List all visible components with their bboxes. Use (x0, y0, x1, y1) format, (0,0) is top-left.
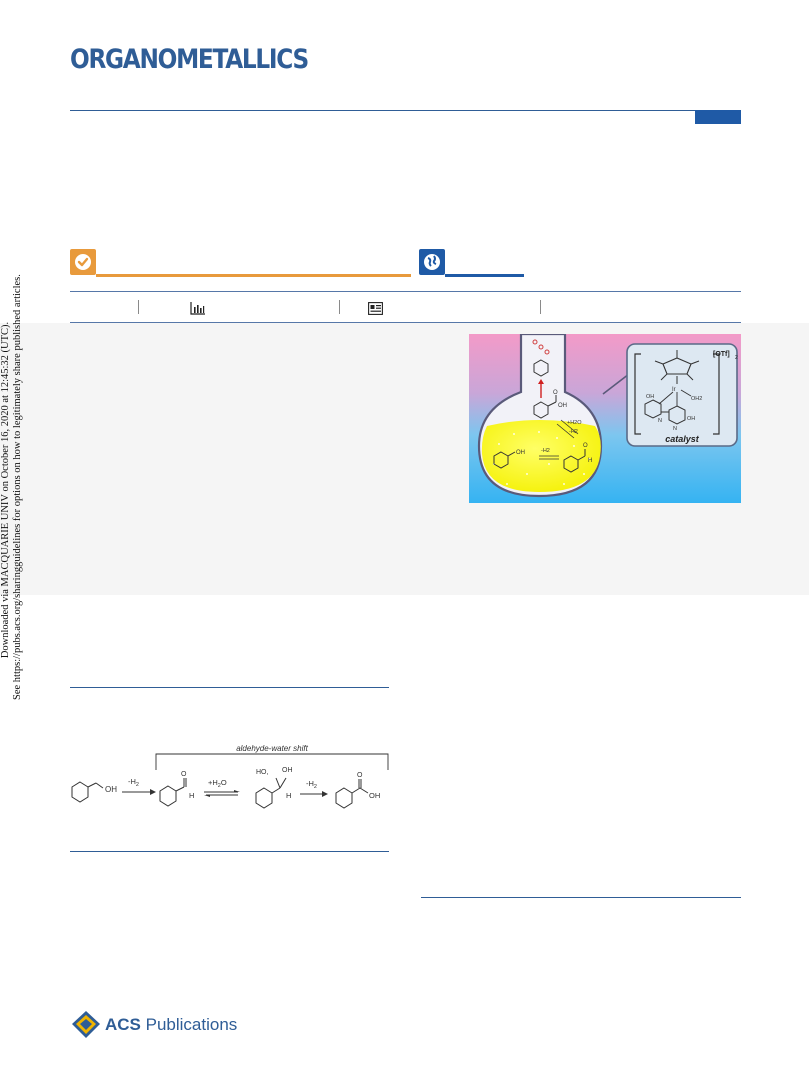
svg-text:H: H (588, 458, 592, 464)
svg-text:HO,: HO, (256, 769, 269, 776)
svg-text:N: N (673, 426, 677, 432)
svg-text:O: O (583, 443, 588, 449)
svg-text:H: H (189, 791, 194, 800)
acs-logo[interactable] (70, 1010, 102, 1040)
svg-text:-H2: -H2 (541, 448, 550, 454)
metrics-button[interactable] (190, 302, 206, 315)
svg-text:-H2: -H2 (306, 779, 317, 790)
svg-text:N: N (658, 418, 662, 424)
svg-text:aldehyde-water shift: aldehyde-water shift (236, 744, 308, 753)
metrics-bottom-rule (70, 322, 741, 323)
svg-text:2: 2 (735, 355, 738, 361)
metrics-separator (138, 300, 139, 314)
svg-text:OH: OH (369, 791, 380, 800)
scheme-bottom-rule (70, 851, 389, 852)
svg-text:Ir: Ir (672, 387, 676, 393)
svg-text:+H2O: +H2O (567, 420, 582, 426)
svg-text:OH: OH (646, 394, 654, 400)
watermark-line-1: Downloaded via MACQUARIE UNIV on October… (0, 321, 11, 659)
download-watermark: Downloaded via MACQUARIE UNIV on October… (0, 274, 24, 700)
scheme-1: aldehyde-water shift OH -H2 O H +H2O HO,… (70, 742, 390, 832)
bar-chart-icon (190, 302, 205, 315)
publisher-name: ACS Publications (105, 1015, 238, 1034)
header-rule (70, 110, 741, 111)
svg-text:O: O (553, 390, 558, 396)
svg-text:-H2: -H2 (128, 777, 139, 788)
article-recommendations-button[interactable] (368, 302, 383, 315)
watermark-line-2: See https://pubs.acs.org/sharingguidelin… (12, 274, 23, 700)
globe-badge[interactable] (419, 249, 445, 275)
check-circle-icon (75, 254, 91, 270)
svg-text:[OTf]: [OTf] (713, 351, 730, 358)
svg-text:OH: OH (687, 416, 695, 422)
journal-logo: ORGANOMETALLICS (70, 44, 309, 75)
svg-text:catalyst: catalyst (665, 434, 700, 444)
toc-graphic: OH O +H2O -H2 OH -H2 O H [OTf] 2 (469, 332, 741, 503)
svg-text:OH: OH (516, 450, 525, 456)
scheme-top-rule (70, 687, 389, 688)
open-access-underline (96, 274, 411, 277)
svg-text:-H2: -H2 (569, 429, 578, 435)
svg-text:+H2O: +H2O (208, 778, 227, 789)
svg-text:O: O (181, 771, 187, 778)
metrics-top-rule (70, 291, 741, 292)
svg-text:O: O (357, 772, 363, 779)
svg-text:OH2: OH2 (691, 396, 702, 402)
svg-text:OH: OH (105, 785, 117, 794)
svg-text:H: H (286, 791, 291, 800)
metrics-separator (540, 300, 541, 314)
article-icon (368, 302, 383, 315)
header-corner-tab (695, 110, 741, 124)
right-column-rule (421, 897, 741, 898)
globe-underline (445, 274, 524, 277)
acs-hexagon-icon (72, 1011, 100, 1038)
open-access-badge[interactable] (70, 249, 96, 275)
svg-text:OH: OH (282, 767, 293, 774)
globe-icon (424, 254, 440, 270)
svg-text:OH: OH (558, 403, 567, 409)
metrics-separator (339, 300, 340, 314)
